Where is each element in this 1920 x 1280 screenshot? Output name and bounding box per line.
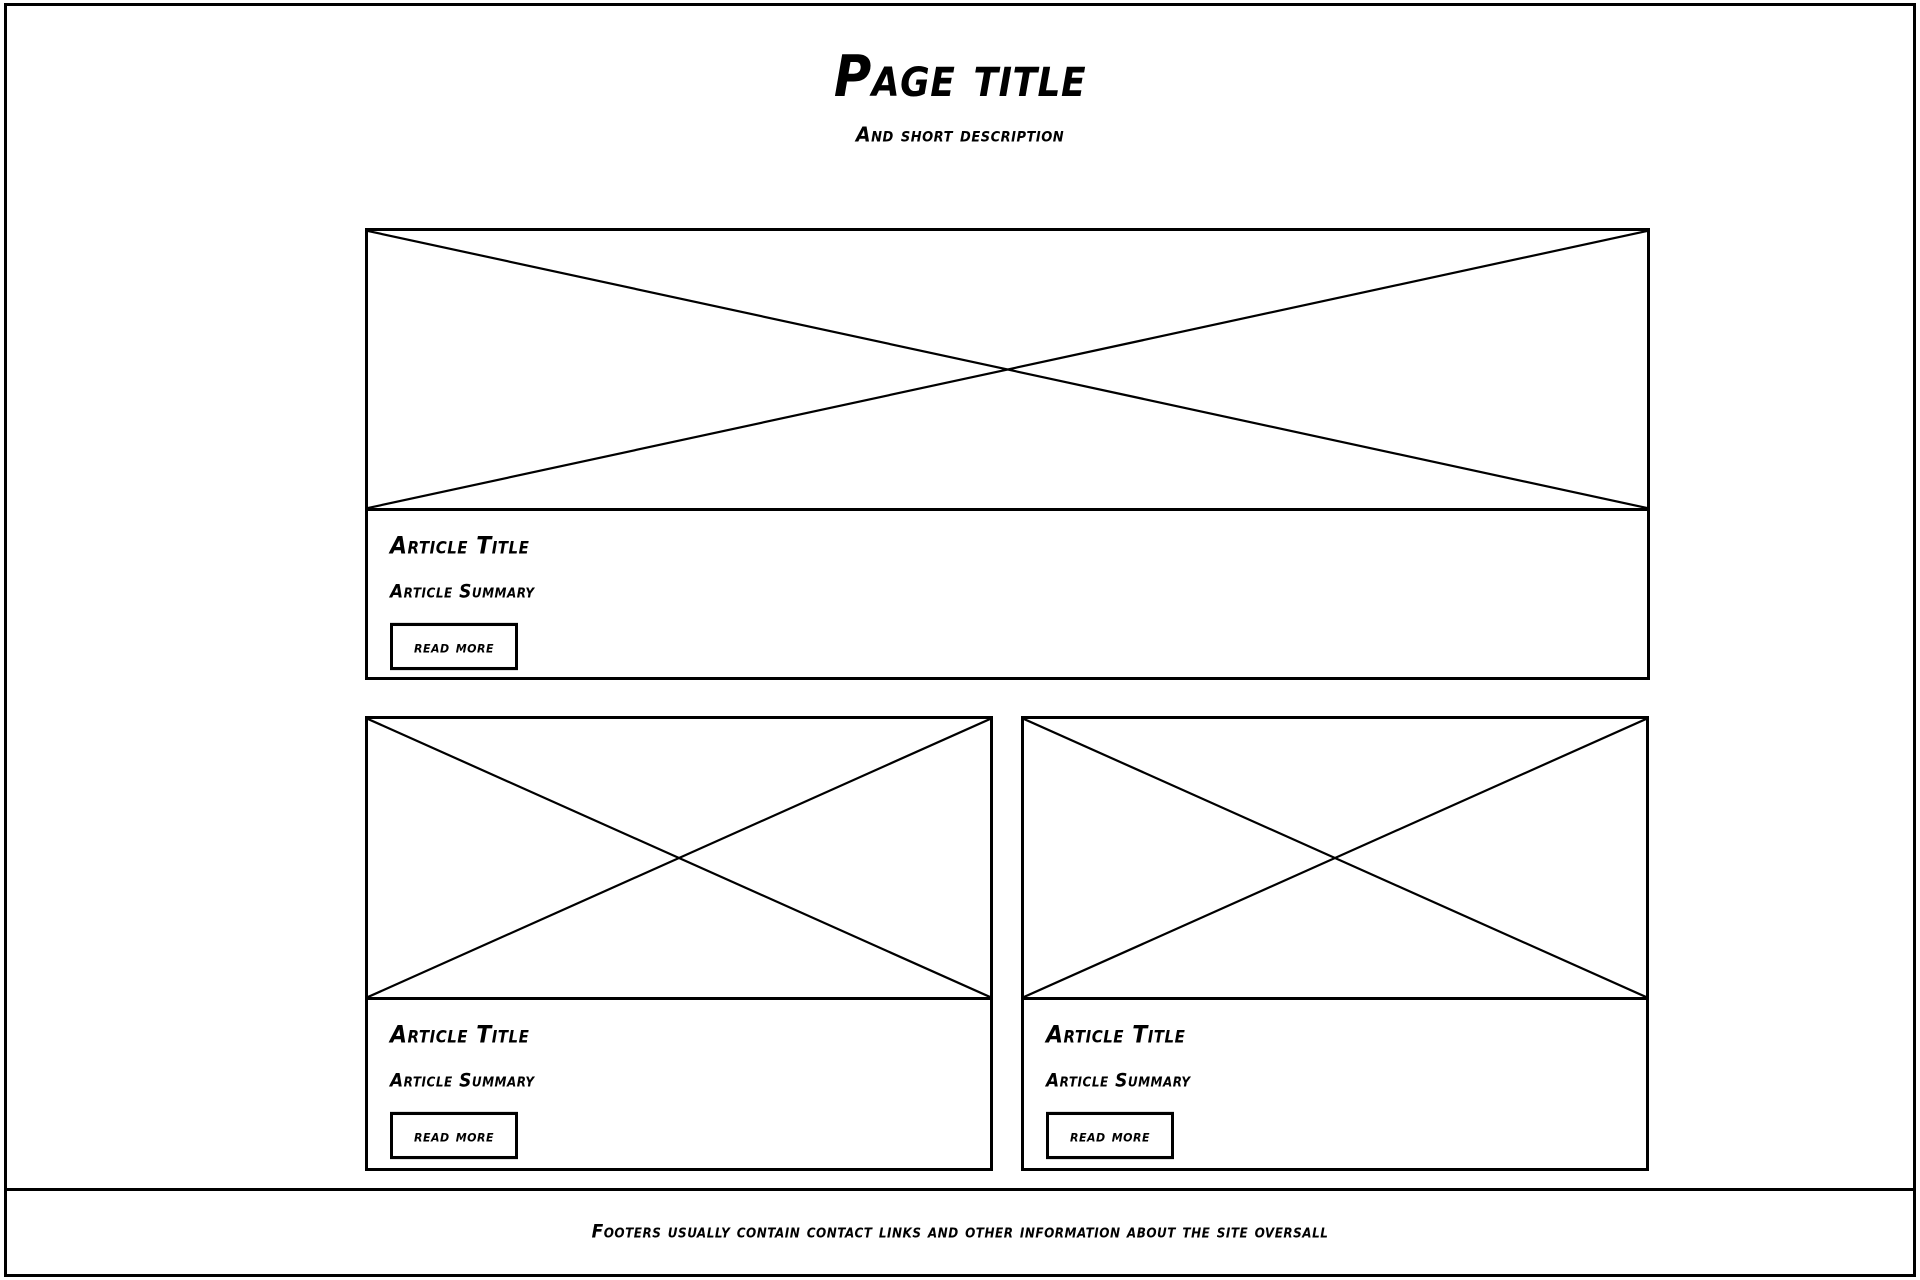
article-card-row: Article Title Article Summary read more … [365,716,1650,1171]
crossed-box-image-placeholder-icon [368,719,990,1000]
page-header: Page title And short description [7,6,1913,147]
article-card-body: Article Title Article Summary read more [1024,1000,1646,1159]
footer-text: Footers usually contain contact links an… [591,1221,1329,1243]
page-subtitle: And short description [855,122,1065,147]
article-title: Article Title [390,1021,530,1050]
article-summary: Article Summary [390,1070,535,1092]
crossed-box-image-placeholder-icon [368,231,1647,511]
read-more-button[interactable]: read more [1046,1111,1174,1159]
article-title: Article Title [390,532,530,561]
article-card-body: Article Title Article Summary read more [368,511,1647,670]
page-title: Page title [833,44,1087,111]
article-card-body: Article Title Article Summary read more [368,1000,990,1159]
page-frame: Page title And short description Article… [4,3,1916,1277]
article-summary: Article Summary [390,581,535,603]
article-title: Article Title [1046,1021,1186,1050]
article-card-hero[interactable]: Article Title Article Summary read more [365,228,1650,680]
article-card-right[interactable]: Article Title Article Summary read more [1021,716,1649,1171]
article-card-left[interactable]: Article Title Article Summary read more [365,716,993,1171]
read-more-button[interactable]: read more [390,622,518,670]
read-more-button[interactable]: read more [390,1111,518,1159]
crossed-box-image-placeholder-icon [1024,719,1646,1000]
page-footer: Footers usually contain contact links an… [7,1188,1913,1277]
content-area: Article Title Article Summary read more … [365,228,1650,1171]
article-summary: Article Summary [1046,1070,1191,1092]
footer-divider [7,1188,1913,1191]
